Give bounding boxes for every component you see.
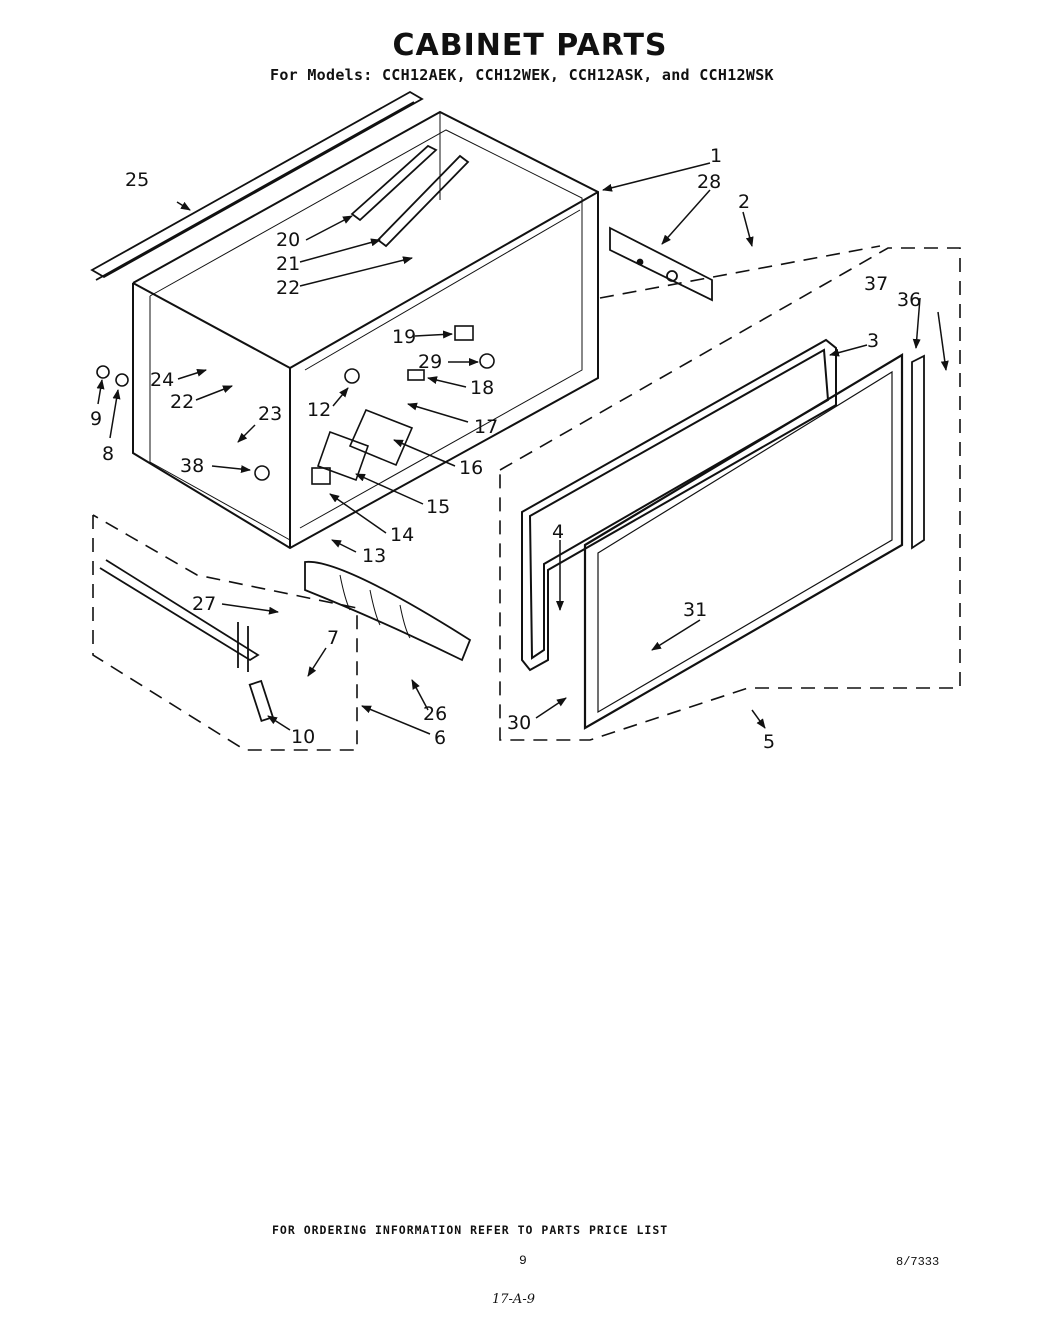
part-label-28: 28 — [697, 171, 721, 193]
mounting-bracket — [609, 226, 713, 302]
document-number: 8/7333 — [896, 1255, 940, 1269]
part-label-29: 29 — [418, 351, 442, 373]
part-label-30: 30 — [507, 712, 531, 734]
part-label-4: 4 — [552, 521, 564, 543]
door-gasket — [521, 338, 837, 672]
part-label-31: 31 — [683, 599, 707, 621]
part-label-20: 20 — [276, 229, 300, 251]
part-label-26: 26 — [423, 703, 447, 725]
part-label-19: 19 — [392, 326, 416, 348]
part-label-5: 5 — [763, 731, 775, 753]
assembly-outlines — [92, 245, 961, 751]
part-label-27: 27 — [192, 593, 216, 615]
part-label-17: 17 — [474, 416, 498, 438]
part-label-10: 10 — [291, 726, 315, 748]
electrical-parts — [96, 325, 495, 485]
part-label-21: 21 — [276, 253, 300, 275]
part-label-3: 3 — [867, 330, 879, 352]
inside-rails — [350, 144, 470, 248]
part-label-8: 8 — [102, 443, 114, 465]
part-label-13: 13 — [362, 545, 386, 567]
hinge-strip — [911, 354, 925, 550]
model-list: For Models: CCH12AEK, CCH12WEK, CCH12ASK… — [270, 66, 774, 84]
part-label-9: 9 — [90, 408, 102, 430]
part-label-7: 7 — [327, 627, 339, 649]
part-label-16: 16 — [459, 457, 483, 479]
kick-panel — [304, 560, 472, 662]
part-label-36: 36 — [897, 289, 921, 311]
part-label-24: 24 — [150, 369, 174, 391]
part-label-2: 2 — [738, 191, 750, 213]
part-number-labels: 1 28 2 3 37 36 4 31 30 5 25 20 21 22 19 … — [90, 145, 921, 753]
part-label-18: 18 — [470, 377, 494, 399]
page-title: CABINET PARTS — [392, 28, 668, 63]
part-label-22-top: 22 — [276, 277, 300, 299]
trim-strip — [90, 90, 424, 281]
part-label-14: 14 — [390, 524, 414, 546]
part-label-15: 15 — [426, 496, 450, 518]
page-number: 9 — [519, 1253, 527, 1268]
leader-lines — [96, 162, 949, 735]
part-label-12: 12 — [307, 399, 331, 421]
part-label-23: 23 — [258, 403, 282, 425]
cabinet-shell — [132, 110, 599, 550]
part-label-25: 25 — [125, 169, 149, 191]
part-label-37: 37 — [864, 273, 888, 295]
control-bracket — [99, 559, 275, 723]
handwritten-note: 17-A-9 — [492, 1292, 535, 1307]
part-label-22-left: 22 — [170, 391, 194, 413]
ordering-note: FOR ORDERING INFORMATION REFER TO PARTS … — [272, 1223, 669, 1237]
part-label-1: 1 — [710, 145, 722, 167]
door-panel — [583, 353, 904, 730]
part-label-6: 6 — [434, 727, 446, 749]
part-label-38: 38 — [180, 455, 204, 477]
